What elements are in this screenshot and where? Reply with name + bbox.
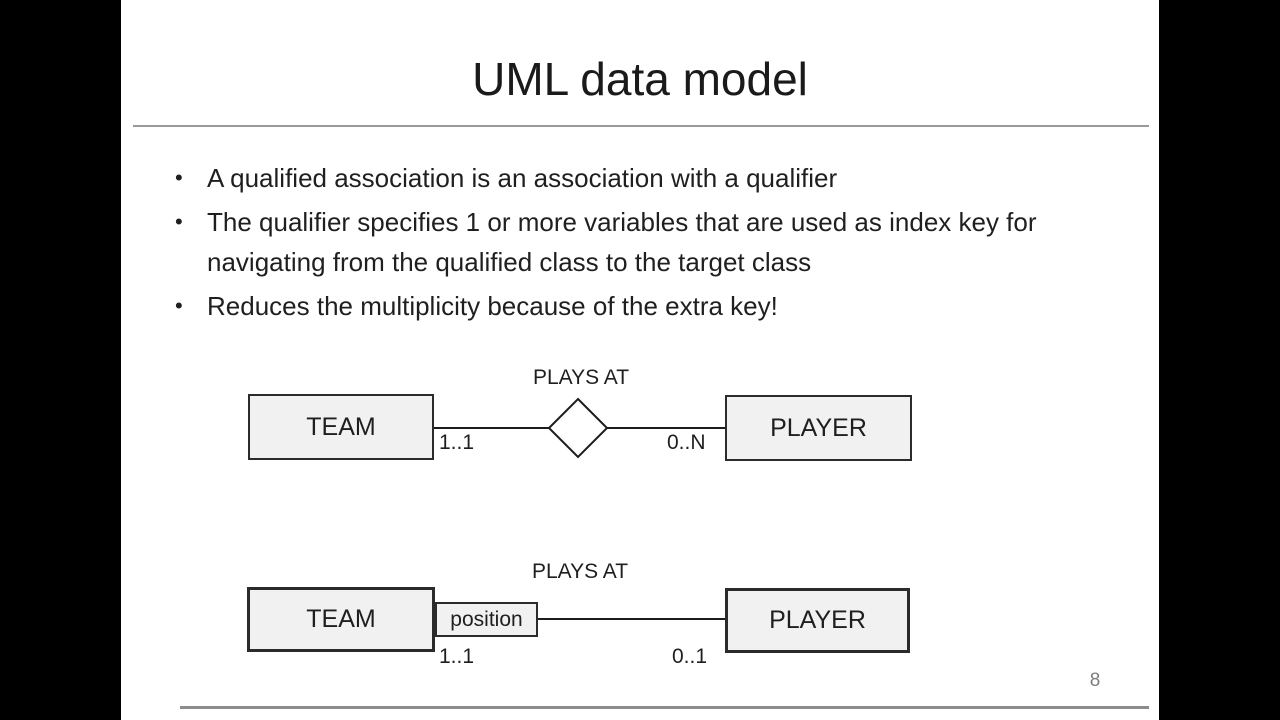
title-divider [133,125,1149,127]
slide-title: UML data model [472,53,808,105]
bullet-dot-icon: • [175,165,183,190]
bullet-text: Reduces the multiplicity because of the … [207,291,778,321]
multiplicity-left: 1..1 [439,431,475,454]
entity-player: PLAYER [725,588,910,653]
bullet-dot-icon: • [175,293,183,318]
bullet-item: • The qualifier specifies 1 or more vari… [169,202,1134,282]
footer-divider [180,706,1149,709]
association-diamond-icon [547,397,609,459]
association-line-right [606,427,727,429]
bullet-item: • A qualified association is an associat… [169,158,1134,198]
association-line [536,618,725,620]
entity-player: PLAYER [725,395,912,461]
bullet-item: • Reduces the multiplicity because of th… [169,286,1134,326]
bullet-list: • A qualified association is an associat… [169,158,1134,330]
entity-team: TEAM [247,587,435,652]
qualifier-box: position [435,602,538,637]
association-name-label: PLAYS AT [531,560,629,583]
slide: UML data model • A qualified association… [121,0,1159,720]
association-name-label: PLAYS AT [532,366,630,389]
page-number: 8 [1089,670,1101,691]
multiplicity-left: 1..1 [439,645,475,668]
multiplicity-right: 0..1 [672,645,708,668]
association-line-left [432,427,551,429]
bullet-text: The qualifier specifies 1 or more variab… [207,207,1037,277]
multiplicity-right: 0..N [667,431,706,454]
entity-team: TEAM [248,394,434,460]
bullet-dot-icon: • [175,209,183,234]
bullet-text: A qualified association is an associatio… [207,163,838,193]
